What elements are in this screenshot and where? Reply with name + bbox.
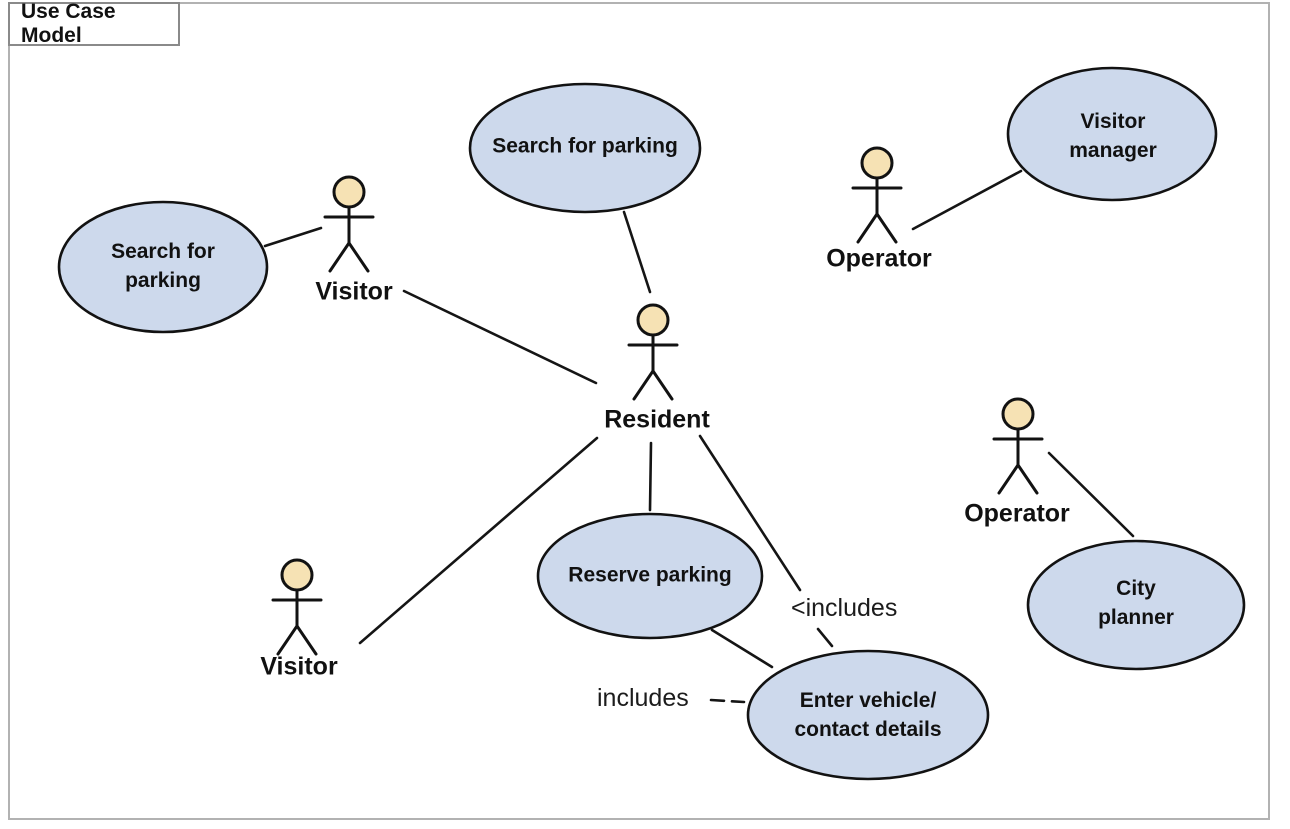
usecase-search-for-parking-top-ellipse <box>468 82 702 214</box>
usecase-reserve-parking-ellipse <box>536 512 764 640</box>
assoc-operator2-cityplanner <box>1047 451 1135 538</box>
actor-visitor-top-figure <box>323 175 375 273</box>
actor-operator-top-label: Operator <box>826 244 932 273</box>
actor-visitor-top-label: Visitor <box>315 277 393 306</box>
actor-visitor-bottom-figure <box>271 558 323 656</box>
usecase-visitor-manager-ellipse <box>1006 66 1218 202</box>
usecase-enter-vehicle-contact-ellipse <box>746 649 990 781</box>
usecase-search-for-parking-top-label: Search for parking <box>492 134 678 158</box>
actor-operator-top-figure <box>851 146 903 244</box>
includes-dashed-stub <box>709 698 746 704</box>
usecase-search-for-parking-left-ellipse <box>57 200 269 334</box>
includes-line-upper <box>698 434 802 592</box>
diagram-title-box: Use Case Model <box>8 0 180 47</box>
includes-line-upper-stub <box>816 627 834 648</box>
diagram-frame <box>8 2 1270 820</box>
assoc-visitor-resident <box>402 289 598 385</box>
usecase-city-planner-ellipse <box>1026 539 1246 671</box>
usecase-reserve-parking-label: Reserve parking <box>568 563 732 587</box>
association-lines <box>263 169 1135 704</box>
usecase-visitor-manager-label: Visitor manager <box>1069 110 1157 162</box>
use-case-ellipses <box>57 66 1246 781</box>
actor-operator-right-label: Operator <box>964 499 1070 528</box>
usecase-city-planner-label: City planner <box>1098 577 1174 629</box>
actor-visitor-bottom-label: Visitor <box>260 652 338 681</box>
assoc-operator-visitormgr <box>911 169 1023 231</box>
usecase-search-for-parking-left-label: Search for parking <box>111 240 215 292</box>
includes-arrow-label: <includes <box>791 594 898 622</box>
assoc-searchtop-resident <box>622 210 652 294</box>
assoc-visitor2-resident <box>358 436 599 645</box>
diagram-title: Use Case Model <box>21 0 116 47</box>
assoc-resident-reserve <box>648 441 653 512</box>
actor-resident-label: Resident <box>604 405 710 434</box>
usecase-enter-vehicle-contact-label: Enter vehicle/ contact details <box>794 689 942 741</box>
assoc-searchleft-visitor <box>263 226 323 248</box>
actor-resident-figure <box>627 303 679 401</box>
actor-operator-right-figure <box>992 397 1044 495</box>
includes-dashed-label: includes <box>597 684 689 712</box>
assoc-reserve-entervehicle <box>710 628 774 669</box>
